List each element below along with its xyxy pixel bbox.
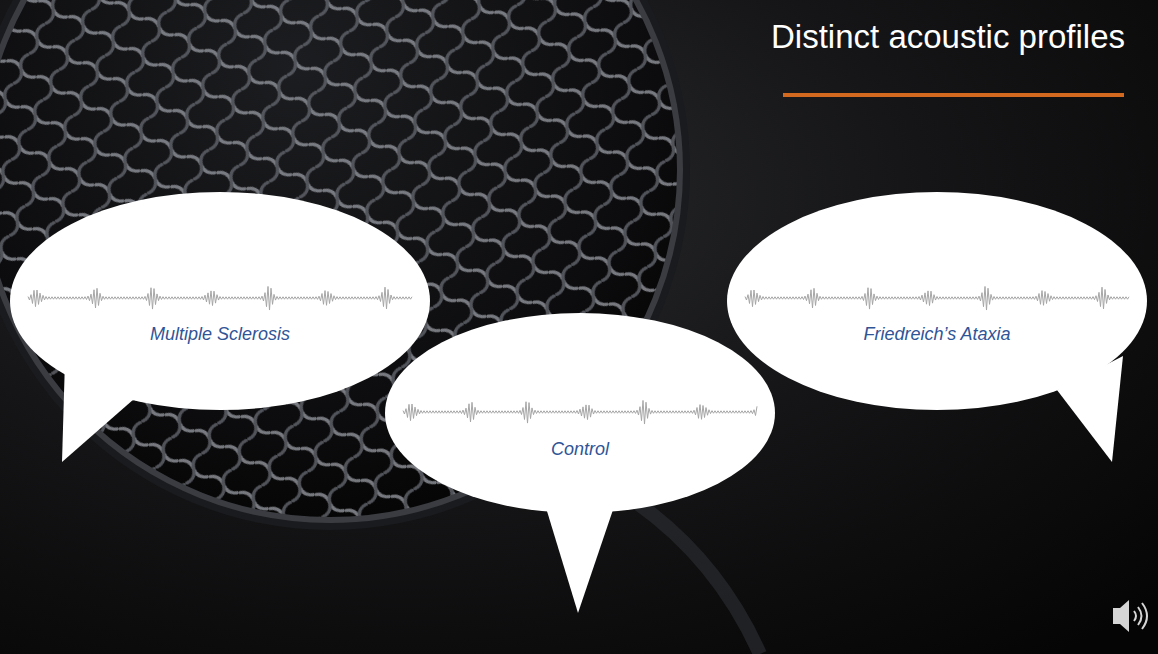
bubble-outline: [385, 313, 775, 513]
bubble-tail: [543, 498, 617, 613]
bubble-body: [385, 313, 775, 513]
speaker-icon: [1113, 600, 1147, 632]
bubble-outline: [727, 192, 1147, 410]
speech-bubble: Multiple Sclerosis: [10, 192, 430, 410]
title-underline: [783, 93, 1124, 97]
speech-bubble: Friedreich’s Ataxia: [727, 192, 1147, 410]
bubble-label: Friedreich’s Ataxia: [727, 324, 1147, 346]
waveform: [403, 400, 757, 424]
waveform: [28, 286, 412, 310]
bubble-label: Multiple Sclerosis: [10, 324, 430, 346]
bubble-label: Control: [385, 439, 775, 461]
bubble-body: [727, 192, 1147, 410]
bubble-outline: [10, 192, 430, 410]
waveform: [745, 286, 1129, 310]
slide-title: Distinct acoustic profiles: [771, 18, 1125, 56]
bubble-body: [10, 192, 430, 410]
speech-bubble: Control: [385, 313, 775, 513]
